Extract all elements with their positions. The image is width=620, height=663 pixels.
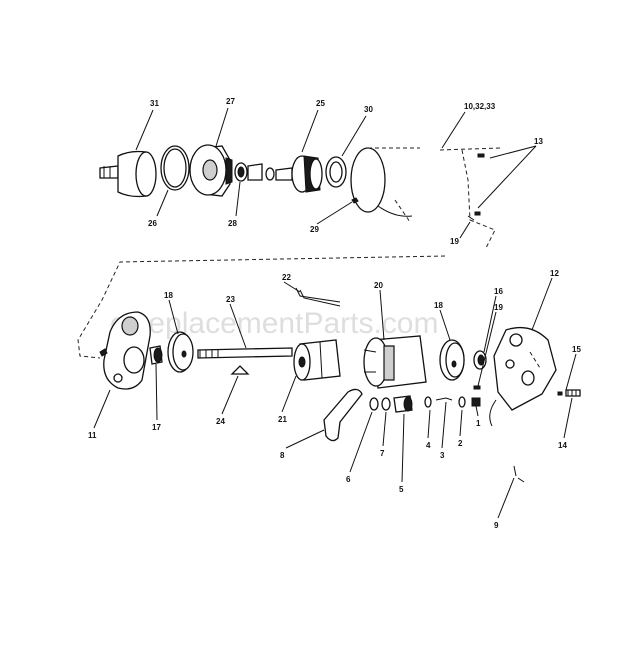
callout-11: 11: [88, 431, 97, 440]
part-11-end-plate: [99, 311, 151, 390]
part-17-bearing: [149, 345, 163, 365]
callout-8: 8: [280, 451, 285, 460]
part-4-ring: [424, 396, 432, 408]
watermark-text: eReplacementParts.com: [110, 307, 438, 340]
cylinder-casing: [350, 147, 420, 223]
callout-27: 27: [226, 97, 235, 106]
part-14-15-screws: [557, 389, 581, 397]
callout-3: 3: [440, 451, 445, 460]
callout-21: 21: [278, 415, 287, 424]
callout-29-upper: 29: [310, 225, 319, 234]
part-5-valve: [393, 395, 413, 413]
callout-17: 17: [152, 423, 161, 432]
part-6-ring: [369, 397, 379, 411]
callout-12: 12: [550, 269, 559, 278]
part-21-cylinder: [293, 339, 341, 381]
callout-1: 1: [476, 419, 481, 428]
callout-22: 22: [282, 273, 291, 282]
part-2-ring: [458, 396, 466, 408]
callout-26: 26: [148, 219, 157, 228]
callout-31: 31: [150, 99, 159, 108]
part-23-shaft: [197, 347, 293, 359]
callout-10-32-33: 10,32,33: [464, 102, 496, 111]
part-1-plunger: [471, 397, 481, 407]
callout-5: 5: [399, 485, 404, 494]
callout-15: 15: [572, 345, 581, 354]
part-25-rotor-gear: [275, 155, 323, 193]
callout-28: 28: [228, 219, 237, 228]
part-24-wedge: [230, 365, 250, 375]
part-22-pin: [295, 287, 341, 307]
callout-18-left: 18: [164, 291, 173, 300]
callout-30: 30: [364, 105, 373, 114]
part-10-casing-outline: [439, 147, 501, 249]
callout-2: 2: [458, 439, 463, 448]
callout-4: 4: [426, 441, 431, 450]
callout-23: 23: [226, 295, 235, 304]
callout-20: 20: [374, 281, 383, 290]
part-26-o-ring: [160, 145, 190, 191]
part-30-ring: [325, 156, 347, 188]
part-7-ring: [381, 397, 391, 411]
callout-16: 16: [494, 287, 503, 296]
part-28-bearing: [234, 162, 275, 182]
callout-19-lower: 19: [494, 303, 503, 312]
callout-19-upper: 19: [450, 237, 459, 246]
part-27-gear-housing: [189, 144, 233, 197]
callout-7: 7: [380, 449, 385, 458]
part-31-housing: [99, 150, 157, 198]
part-20-rotor-housing: [363, 335, 427, 389]
callout-14: 14: [558, 441, 567, 450]
callout-9: 9: [494, 521, 499, 530]
callout-13: 13: [534, 137, 543, 146]
part-29-screw-upper: [351, 197, 359, 204]
part-18-disc-right: [439, 339, 465, 381]
callout-24: 24: [216, 417, 225, 426]
leader-lines: [93, 107, 577, 519]
callout-25: 25: [316, 99, 325, 108]
part-12-back-housing: [489, 326, 557, 427]
callout-6: 6: [346, 475, 351, 484]
callout-18-right: 18: [434, 301, 443, 310]
part-18-disc-left: [167, 331, 194, 373]
part-8-lever: [323, 388, 363, 442]
part-3-spring: [435, 397, 453, 401]
part-19-pin: [473, 385, 481, 390]
part-9-pin: [513, 465, 525, 483]
